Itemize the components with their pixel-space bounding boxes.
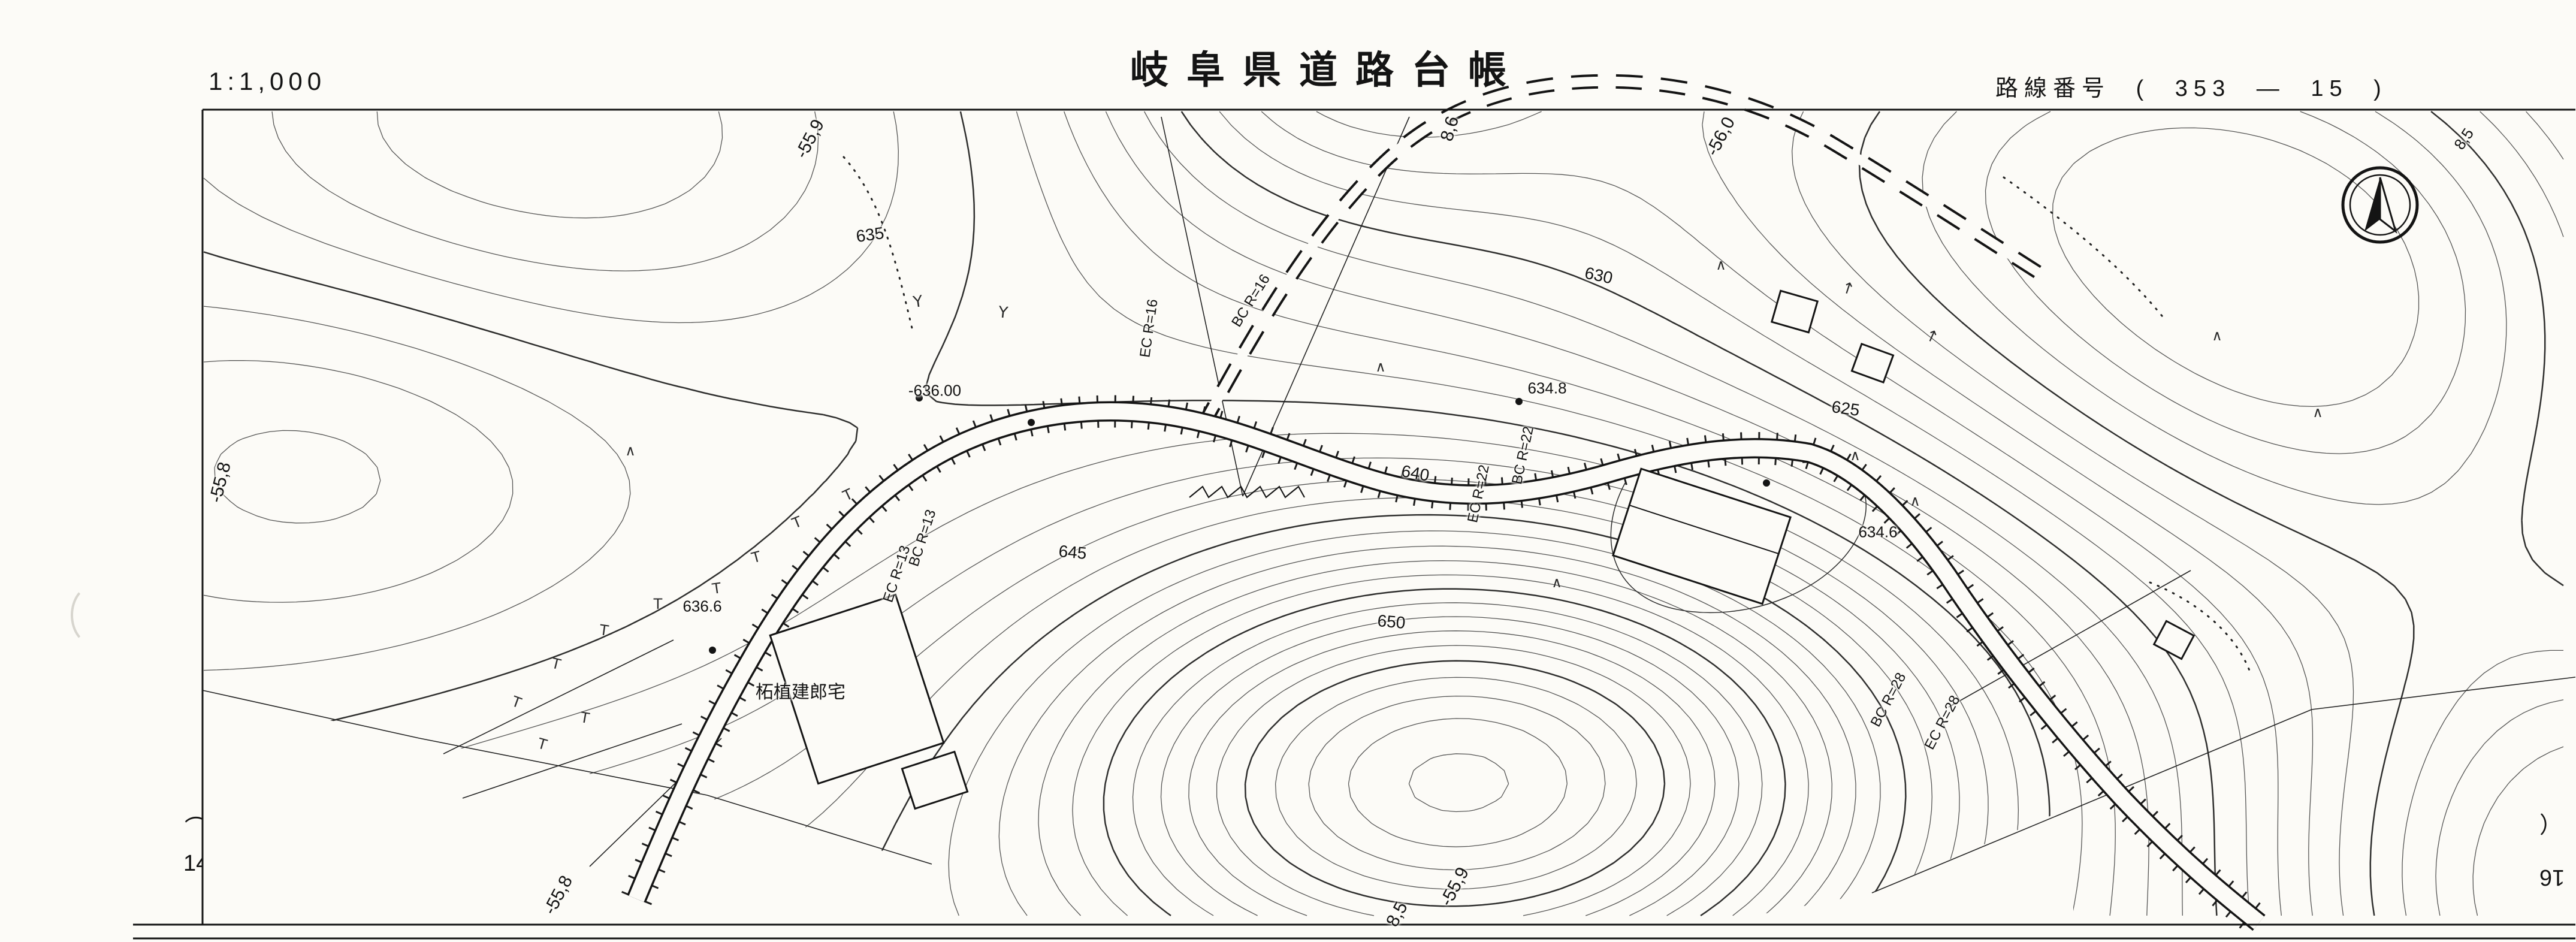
spot-elevation-dot (1763, 479, 1770, 487)
route-label: 路線番号 (1995, 76, 2111, 101)
route-dash: — (2256, 76, 2285, 101)
planned-road-dashed (1195, 74, 2047, 432)
main-road (621, 395, 2269, 936)
building-tsuge-annex (901, 750, 969, 810)
route-number-branch: 15 (2311, 76, 2348, 101)
route-paren-open: ( (2136, 76, 2150, 101)
route-number: 路線番号 ( 353 — 15 ) (1995, 70, 2387, 102)
building-east (1612, 467, 1792, 605)
route-paren-close: ) (2373, 76, 2387, 101)
blank-areas (203, 692, 2073, 925)
spot-elevation-dot (1515, 398, 1523, 405)
map-scale: 1:1,000 (209, 67, 327, 95)
spot-elevation-dot (1028, 419, 1035, 426)
sheet-frame (133, 108, 2575, 940)
spot-elevation-dots (709, 394, 1770, 654)
scan-smudge (71, 584, 119, 646)
spot-elevation-dot (916, 394, 923, 401)
route-number-main: 353 (2175, 76, 2231, 101)
north-arrow-icon (2341, 166, 2419, 244)
spot-elevation-dot (709, 647, 716, 654)
structure-small-square-2 (1850, 342, 1895, 384)
contour-lines (203, 111, 2564, 917)
building-tsuge-residence (769, 593, 945, 785)
structure-small-square-1 (1770, 289, 1819, 334)
structure-small-square-3 (2152, 620, 2196, 660)
buildings (769, 289, 2196, 810)
page-title: 岐阜県道路台帳 (1130, 49, 1524, 92)
